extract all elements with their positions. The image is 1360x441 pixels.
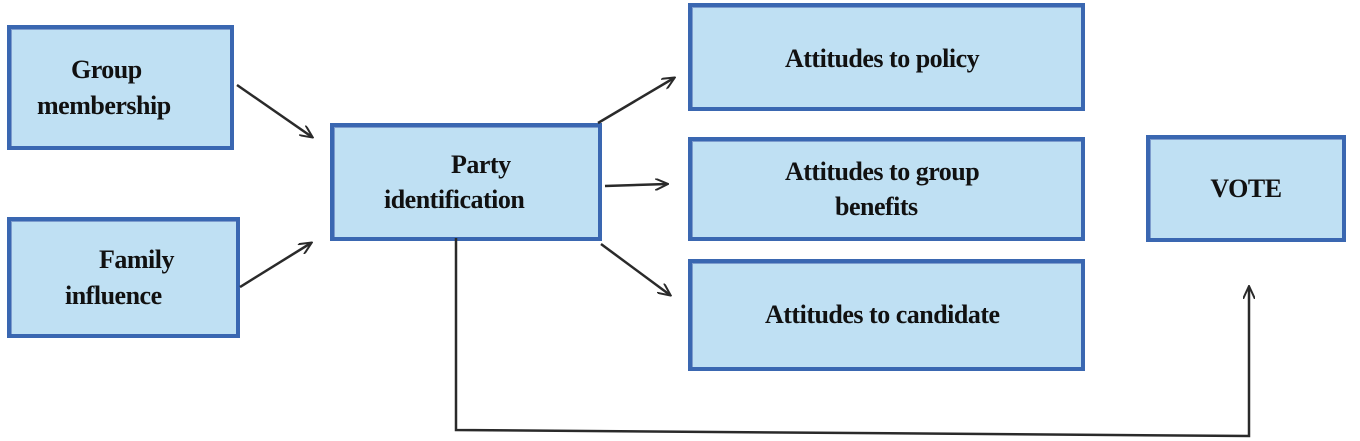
party-identification-line1: Party <box>451 149 511 179</box>
attitudes-policy-box: Attitudes to policy <box>688 3 1085 111</box>
vote-box: VOTE <box>1146 135 1346 242</box>
attitudes-candidate-box: Attitudes to candidate <box>688 259 1085 371</box>
group-membership-box: Group membership <box>7 25 234 150</box>
attitudes-policy-label: Attitudes to policy <box>785 44 980 73</box>
attitudes-group-benefits-box: Attitudes to group benefits <box>688 137 1085 241</box>
attitudes-candidate-label: Attitudes to candidate <box>765 300 1000 330</box>
arrow-party-to-benefits <box>604 184 667 186</box>
arrow-group-to-party <box>236 83 312 137</box>
attitudes-group-benefits-line2: benefits <box>835 192 918 221</box>
family-influence-box: Family influence <box>7 217 240 338</box>
arrow-family-to-party <box>239 243 311 289</box>
family-influence-line2: influence <box>65 280 162 310</box>
arrow-party-to-policy <box>597 78 674 125</box>
family-influence-line1: Family <box>99 245 175 275</box>
group-membership-line2: membership <box>37 90 171 120</box>
arrow-party-to-candidate <box>600 242 670 295</box>
group-membership-line1: Group <box>71 55 142 85</box>
party-identification-box: Party identification <box>330 123 602 241</box>
vote-label: VOTE <box>1210 173 1282 203</box>
party-identification-line2: identification <box>384 185 525 214</box>
attitudes-group-benefits-line1: Attitudes to group <box>785 156 980 186</box>
